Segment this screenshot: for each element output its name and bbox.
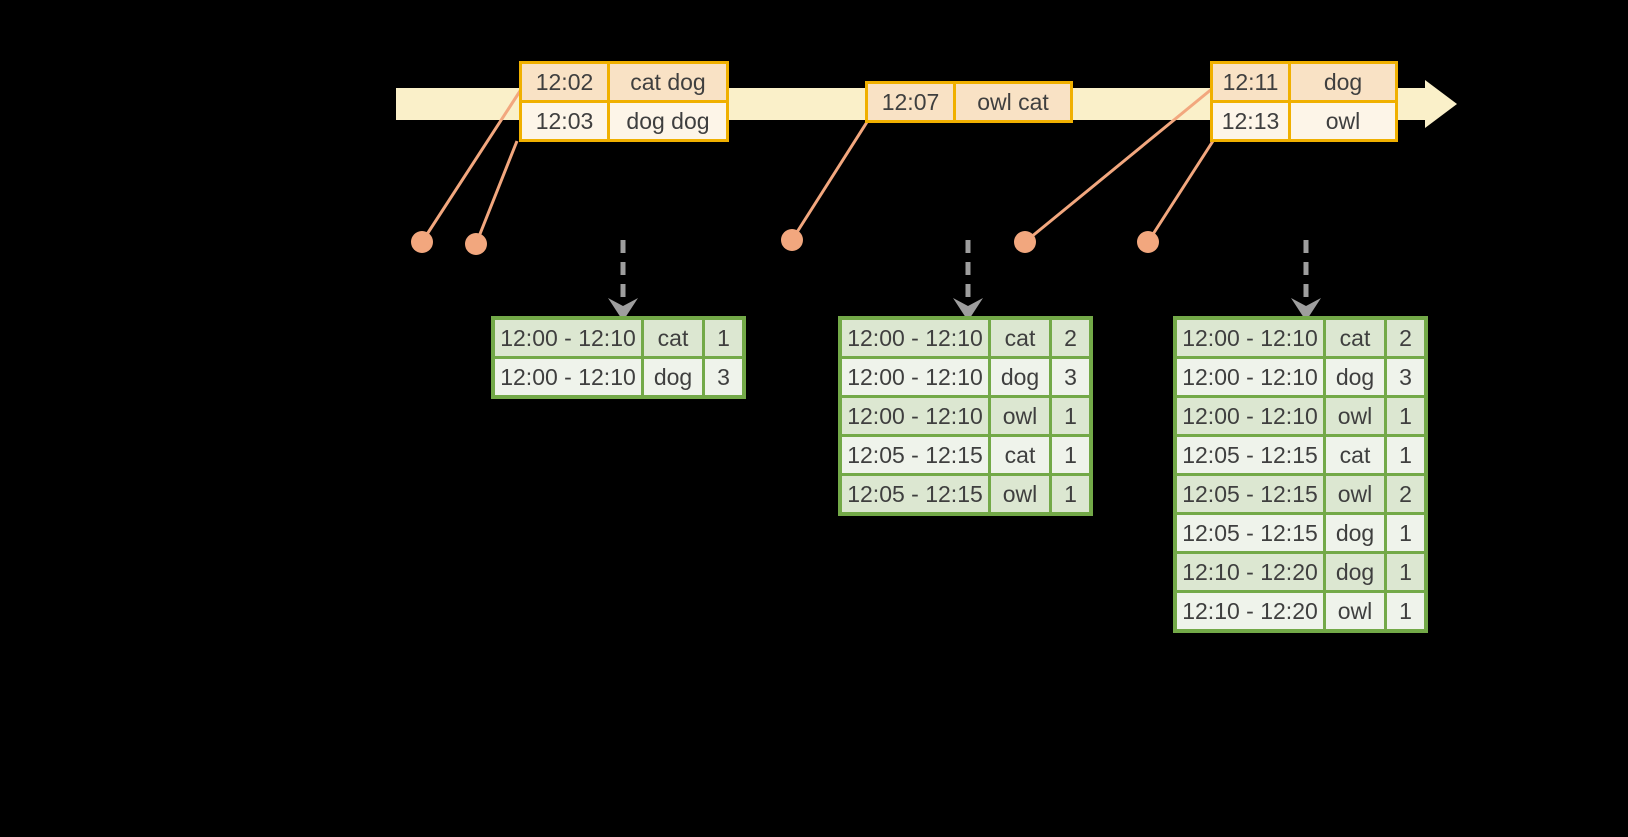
table-cell: 1 [705, 320, 742, 356]
table-cell: owl [1326, 398, 1384, 434]
table-cell: 12:00 - 12:10 [495, 320, 641, 356]
table-cell: cat dog [610, 64, 726, 100]
table-cell: 1 [1052, 437, 1089, 473]
table-cell: cat [991, 320, 1049, 356]
table-cell: 12:00 - 12:10 [1177, 359, 1323, 395]
table-cell: dog [1326, 359, 1384, 395]
table-cell: 3 [705, 359, 742, 395]
table-cell: dog [1291, 64, 1395, 100]
event-connector-line [420, 87, 524, 243]
table-cell: owl [1291, 103, 1395, 139]
event-time-dot [781, 229, 803, 251]
table-cell: 12:03 [522, 103, 607, 139]
event-connector-line [1146, 140, 1215, 243]
trigger-arrow-head [1291, 298, 1321, 321]
table-cell: dog dog [610, 103, 726, 139]
table-cell: 12:00 - 12:10 [1177, 320, 1323, 356]
table-cell: 3 [1052, 359, 1089, 395]
table-cell: 1 [1387, 554, 1424, 590]
table-cell: 2 [1387, 476, 1424, 512]
event-time-dot [1137, 231, 1159, 253]
timeline-arrow-head [1425, 80, 1457, 128]
table-cell: cat [991, 437, 1049, 473]
trigger-arrow-head [953, 298, 983, 321]
table-cell: 12:02 [522, 64, 607, 100]
event-time-dot [1014, 231, 1036, 253]
table-cell: dog [991, 359, 1049, 395]
table-cell: owl [991, 398, 1049, 434]
table-cell: 12:10 - 12:20 [1177, 554, 1323, 590]
table-cell: 12:00 - 12:10 [842, 398, 988, 434]
table-cell: 3 [1387, 359, 1424, 395]
event-time-dot [465, 233, 487, 255]
table-cell: 12:11 [1213, 64, 1288, 100]
table-cell: cat [1326, 320, 1384, 356]
table-cell: 12:00 - 12:10 [842, 359, 988, 395]
table-cell: 12:00 - 12:10 [495, 359, 641, 395]
event-connector-line [790, 121, 869, 241]
table-cell: 12:10 - 12:20 [1177, 593, 1323, 629]
table-cell: 12:05 - 12:15 [1177, 515, 1323, 551]
table-cell: owl [991, 476, 1049, 512]
event-time-dot [411, 231, 433, 253]
table-cell: 12:05 - 12:15 [1177, 476, 1323, 512]
table-cell: 1 [1052, 398, 1089, 434]
table-cell: cat [644, 320, 702, 356]
table-cell: cat [1326, 437, 1384, 473]
table-cell: dog [644, 359, 702, 395]
table-cell: 2 [1052, 320, 1089, 356]
table-cell: owl [1326, 476, 1384, 512]
table-cell: owl [1326, 593, 1384, 629]
table-cell: 1 [1387, 515, 1424, 551]
table-cell: owl cat [956, 84, 1070, 120]
table-cell: 12:05 - 12:15 [842, 476, 988, 512]
trigger-arrow-head [608, 298, 638, 321]
table-cell: 1 [1052, 476, 1089, 512]
table-cell: 1 [1387, 437, 1424, 473]
event-connector-line [474, 140, 519, 245]
table-cell: 2 [1387, 320, 1424, 356]
table-cell: 1 [1387, 593, 1424, 629]
event-connector-line [1024, 86, 1214, 244]
table-cell: 12:00 - 12:10 [1177, 398, 1323, 434]
table-cell: 1 [1387, 398, 1424, 434]
table-cell: dog [1326, 554, 1384, 590]
table-cell: 12:13 [1213, 103, 1288, 139]
table-cell: 12:05 - 12:15 [842, 437, 988, 473]
table-cell: 12:05 - 12:15 [1177, 437, 1323, 473]
table-cell: 12:00 - 12:10 [842, 320, 988, 356]
table-cell: 12:07 [868, 84, 953, 120]
table-cell: dog [1326, 515, 1384, 551]
